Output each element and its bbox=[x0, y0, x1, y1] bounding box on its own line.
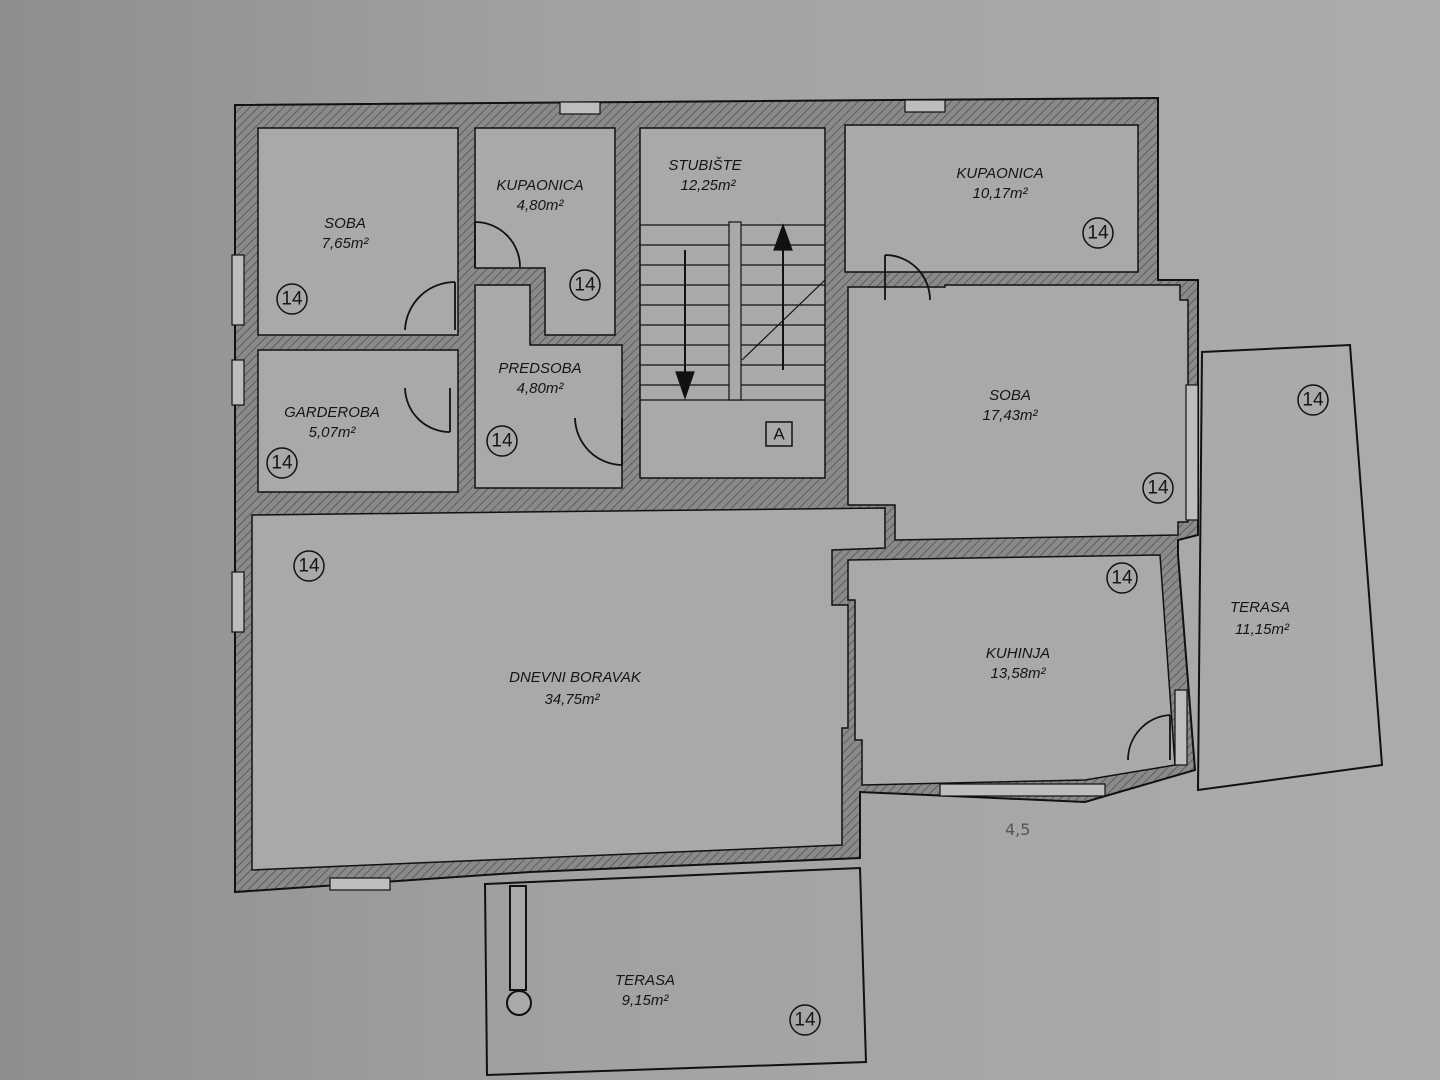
label-soba-large: SOBA bbox=[989, 387, 1031, 404]
area-dnevni-boravak: 34,75m² bbox=[544, 691, 600, 708]
floor-tag: 14 bbox=[794, 1010, 816, 1031]
room-kupaonica-small bbox=[474, 127, 616, 336]
floor-tag: 14 bbox=[491, 431, 513, 452]
floor-tag: 14 bbox=[271, 453, 293, 474]
floor-tag: 14 bbox=[1111, 568, 1133, 589]
label-kupaonica-small: KUPAONICA bbox=[496, 177, 583, 194]
room-garderoba bbox=[257, 349, 459, 493]
area-kupaonica-large: 10,17m² bbox=[972, 185, 1028, 202]
label-kuhinja: KUHINJA bbox=[986, 645, 1050, 662]
area-terasa-right: 11,15m² bbox=[1235, 621, 1290, 638]
floor-tag: 14 bbox=[574, 275, 596, 296]
area-kuhinja: 13,58m² bbox=[990, 665, 1046, 682]
room-kuhinja bbox=[847, 554, 1176, 786]
room-kupaonica-large bbox=[844, 124, 1139, 273]
room-soba-small bbox=[257, 127, 459, 336]
area-stubiste: 12,25m² bbox=[680, 177, 736, 194]
floor-tag: 14 bbox=[1087, 223, 1109, 244]
label-terasa-right: TERASA bbox=[1230, 599, 1290, 616]
floor-tag: 14 bbox=[281, 289, 303, 310]
area-soba-small: 7,65m² bbox=[322, 235, 370, 252]
label-stubiste: STUBIŠTE bbox=[668, 157, 742, 174]
terrace-post bbox=[509, 885, 527, 991]
area-kupaonica-small: 4,80m² bbox=[517, 197, 565, 214]
label-garderoba: GARDEROBA bbox=[284, 404, 380, 421]
area-terasa-bottom: 9,15m² bbox=[622, 992, 670, 1009]
area-soba-large: 17,43m² bbox=[982, 407, 1038, 424]
floor-tag: 14 bbox=[298, 556, 320, 577]
label-kupaonica-large: KUPAONICA bbox=[956, 165, 1043, 182]
room-terasa-right bbox=[1196, 343, 1384, 792]
label-dnevni-boravak: DNEVNI BORAVAK bbox=[509, 669, 642, 686]
windows bbox=[231, 99, 1199, 891]
door-swings bbox=[404, 221, 1171, 761]
room-terasa-bottom bbox=[483, 866, 868, 1077]
room-soba-large bbox=[847, 284, 1189, 541]
terrace-column bbox=[506, 990, 532, 1016]
floor-tag: 14 bbox=[1302, 390, 1324, 411]
stairs bbox=[640, 221, 826, 401]
room-dnevni-boravak bbox=[251, 507, 886, 871]
room-predsoba bbox=[474, 284, 623, 489]
handwritten-note: 4,5 bbox=[1005, 820, 1030, 839]
stair-mark: A bbox=[773, 425, 785, 444]
area-garderoba: 5,07m² bbox=[309, 424, 357, 441]
floor-tag: 14 bbox=[1147, 478, 1169, 499]
area-predsoba: 4,80m² bbox=[517, 380, 565, 397]
label-soba-small: SOBA bbox=[324, 215, 366, 232]
label-terasa-bottom: TERASA bbox=[615, 972, 675, 989]
label-predsoba: PREDSOBA bbox=[498, 360, 581, 377]
